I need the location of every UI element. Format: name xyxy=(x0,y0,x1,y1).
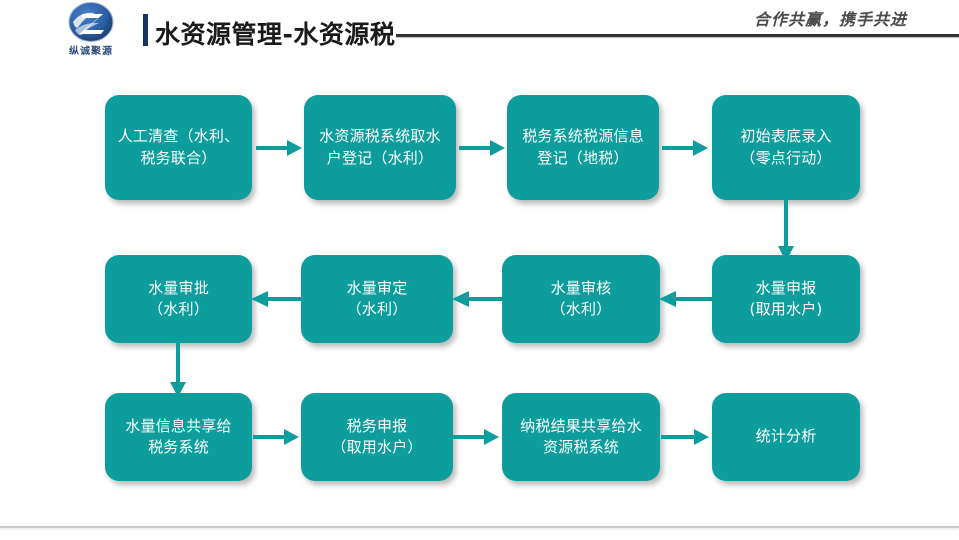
flow-node-row1-col4[interactable]: 初始表底录入 （零点行动） xyxy=(712,95,860,200)
flow-node-row2-col3[interactable]: 水量审核 （水利） xyxy=(502,255,660,343)
flow-node-label: 水量审核 （水利） xyxy=(550,278,612,318)
flow-node-label: 水资源税系统取水 户登记（水利） xyxy=(319,127,441,167)
flow-node-row2-col1[interactable]: 水量审批 （水利） xyxy=(105,255,252,343)
arrow-row3-col1-to-col2 xyxy=(253,429,299,445)
slide-header: 纵诚聚源 水资源管理-水资源税 合作共赢，携手共进 xyxy=(0,0,959,66)
title-accent-bar xyxy=(143,14,148,46)
arrow-row2-col3-to-col2 xyxy=(452,291,502,307)
arrow-row2-col2-to-col1 xyxy=(251,291,301,307)
arrow-row3-col2-to-col3 xyxy=(453,429,499,445)
flow-node-row2-col2[interactable]: 水量审定 （水利） xyxy=(301,255,453,343)
flow-node-label: 水量申报 (取用水户) xyxy=(749,278,823,318)
company-logo-text: 纵诚聚源 xyxy=(69,46,113,57)
company-logo-circular-z-emblem xyxy=(68,2,114,43)
flow-node-row1-col1[interactable]: 人工清查（水利、 税务联合） xyxy=(105,95,252,200)
flow-node-row3-col3[interactable]: 纳税结果共享给水 资源税系统 xyxy=(502,393,660,481)
flow-node-row3-col1[interactable]: 水量信息共享给 税务系统 xyxy=(105,393,252,481)
flow-node-label: 人工清查（水利、 税务联合） xyxy=(117,127,240,167)
arrow-row2-col4-to-col3 xyxy=(659,291,713,307)
flow-node-label: 水量信息共享给 税务系统 xyxy=(125,416,232,456)
flow-node-label: 纳税结果共享给水 资源税系统 xyxy=(520,416,642,456)
flow-node-label: 统计分析 xyxy=(755,427,817,446)
arrow-row1-col4-to-row2-col4 xyxy=(778,198,794,262)
flow-node-row3-col2[interactable]: 税务申报 （取用水户） xyxy=(301,393,453,481)
flow-node-row1-col2[interactable]: 水资源税系统取水 户登记（水利） xyxy=(304,95,456,200)
flow-node-label: 税务申报 （取用水户） xyxy=(331,416,423,456)
title-divider-rule xyxy=(396,34,959,37)
flow-node-label: 初始表底录入 （零点行动） xyxy=(740,127,832,167)
flow-node-label: 水量审定 （水利） xyxy=(346,278,408,318)
flow-node-row1-col3[interactable]: 税务系统税源信息 登记（地税） xyxy=(507,95,659,200)
flow-node-label: 税务系统税源信息 登记（地税） xyxy=(522,127,644,167)
header-tagline: 合作共赢，携手共进 xyxy=(753,10,907,29)
arrow-row3-col3-to-col4 xyxy=(661,429,709,445)
flow-node-row2-col4[interactable]: 水量申报 (取用水户) xyxy=(712,255,860,343)
footer-divider-rule xyxy=(0,526,959,528)
arrow-row2-col1-to-row3-col1 xyxy=(170,341,186,397)
arrow-row1-col2-to-col3 xyxy=(459,140,505,156)
page-title: 水资源管理-水资源税 xyxy=(155,20,396,49)
arrow-row1-col1-to-col2 xyxy=(256,140,302,156)
company-logo: 纵诚聚源 xyxy=(48,2,134,58)
arrow-row1-col3-to-col4 xyxy=(662,140,708,156)
flow-node-row3-col4[interactable]: 统计分析 xyxy=(712,393,860,481)
flow-node-label: 水量审批 （水利） xyxy=(148,278,209,318)
